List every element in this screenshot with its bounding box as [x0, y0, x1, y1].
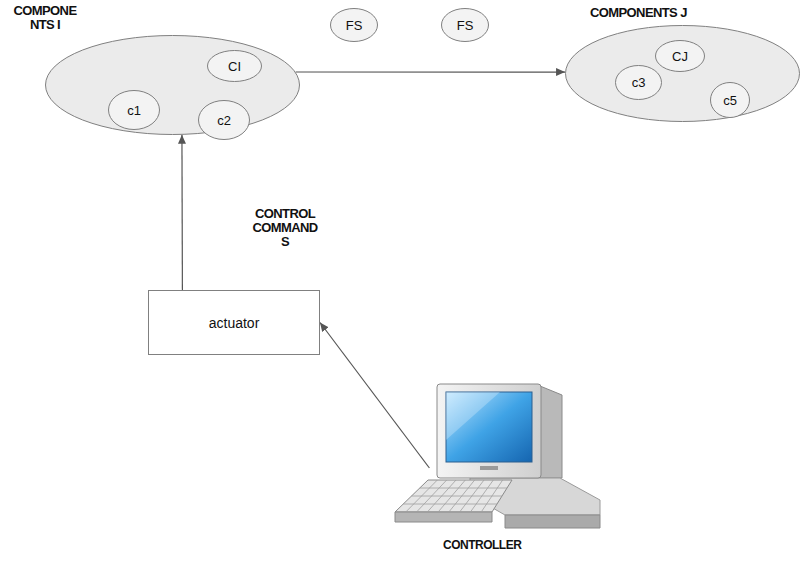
component-circle: CJ — [655, 40, 705, 72]
component-circle: CI — [207, 50, 262, 82]
fs-circle: FS — [441, 8, 489, 42]
component-group: COMPONE NTS ICIc1c2 — [45, 35, 300, 135]
controller-label: CONTROLLER — [443, 538, 521, 552]
group-heading: COMPONE NTS I — [8, 4, 82, 32]
ellipse-outline — [45, 35, 300, 135]
circle-label: c1 — [127, 103, 141, 118]
component-circle: c3 — [615, 65, 662, 100]
group-heading: COMPONENTS J — [590, 6, 687, 20]
circle-label: FS — [346, 18, 363, 33]
text-holder: actuator — [148, 290, 320, 355]
component-group: COMPONENTS JCJc3c5 — [565, 25, 800, 122]
text-holder: FS — [441, 8, 489, 42]
component-circle: c2 — [198, 100, 250, 140]
text-holder: CI — [207, 50, 262, 82]
edge-label: CONTROL COMMAND S — [248, 207, 322, 249]
circle-label: c2 — [217, 113, 231, 128]
arrow-connector — [181, 135, 183, 290]
circle-label: CI — [228, 59, 241, 74]
circle-label: FS — [457, 18, 474, 33]
text-holder: c1 — [108, 90, 160, 130]
circle-label: CJ — [672, 49, 688, 64]
circle-label: c5 — [723, 93, 737, 108]
arrow-connector — [296, 71, 565, 72]
text-holder: c5 — [710, 82, 750, 118]
text-holder: c2 — [198, 100, 250, 140]
box-label: actuator — [209, 315, 260, 331]
actuator-box: actuator — [148, 290, 320, 355]
text-holder: c3 — [615, 65, 662, 100]
fs-circle: FS — [330, 8, 378, 42]
component-circle: c5 — [710, 82, 750, 118]
text-holder: CJ — [655, 40, 705, 72]
component-circle: c1 — [108, 90, 160, 130]
controller-computer: CONTROLLER — [395, 378, 610, 558]
text-holder: FS — [330, 8, 378, 42]
circle-label: c3 — [632, 75, 646, 90]
arrow-connector — [320, 323, 429, 469]
ellipse-outline — [565, 25, 800, 122]
